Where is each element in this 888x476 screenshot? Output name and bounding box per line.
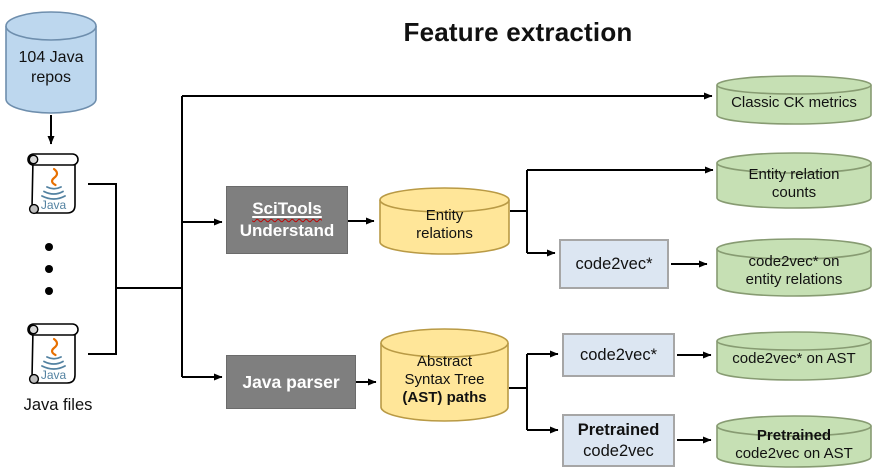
- cylinder-shape: [379, 187, 510, 255]
- cylinder-shape: [5, 11, 97, 114]
- java-cup-line1: [46, 356, 62, 360]
- java-file-icon-top: Java: [22, 150, 84, 220]
- java-parser-box: Java parser: [226, 355, 356, 409]
- scitools-label-line2: Understand: [239, 221, 335, 240]
- entity-relations-label: Entity relations: [416, 206, 473, 242]
- cylinder-shape: [380, 328, 509, 422]
- java-cup-line1: [46, 186, 62, 190]
- scroll-curl-bottom: [28, 373, 40, 385]
- repos-label: 104 Java repos: [18, 48, 84, 86]
- ellipsis-dots: [45, 243, 53, 295]
- ck-metrics-cylinder: Classic CK metrics: [716, 75, 872, 125]
- code2vec-ast-label: code2vec*: [579, 345, 658, 364]
- code2vec-er-box: code2vec*: [559, 239, 669, 289]
- repos-cylinder: 104 Java repos: [5, 11, 97, 114]
- java-steam-icon: [51, 167, 59, 187]
- scroll-top-roll: [27, 323, 79, 336]
- java-logo-text: Java: [41, 198, 67, 212]
- java-cup-line2: [43, 190, 64, 195]
- code2vec-on-er-cylinder: code2vec* on entity relations: [716, 238, 872, 297]
- java-files-caption: Java files: [23, 396, 93, 414]
- java-cup-line3: [41, 365, 66, 370]
- page-title: Feature extraction: [403, 17, 633, 47]
- code2vec-on-ast-cylinder: code2vec* on AST: [716, 331, 872, 381]
- java-cup-line2: [43, 360, 64, 365]
- java-cup-line3: [41, 195, 66, 200]
- scroll-curl-top: [28, 324, 39, 335]
- ast-paths-cylinder: Abstract Syntax Tree (AST) paths: [380, 328, 509, 422]
- java-parser-label: Java parser: [242, 371, 340, 392]
- pretrained-on-ast-label: Pretrained code2vec on AST: [735, 426, 853, 462]
- java-steam-icon: [51, 337, 59, 357]
- ck-metrics-label: Classic CK metrics: [731, 94, 857, 112]
- code2vec-on-er-label: code2vec* on entity relations: [745, 252, 843, 288]
- scitools-label-line1: SciTools: [252, 198, 322, 218]
- code2vec-on-ast-label: code2vec* on AST: [732, 350, 856, 368]
- cylinder-shape: [716, 152, 872, 209]
- scroll-curl-bottom: [28, 203, 40, 215]
- java-logo-text: Java: [41, 368, 67, 382]
- scitools-understand-box: SciTools Understand: [226, 186, 348, 254]
- pretrained-code2vec-box: Pretrained code2vec: [562, 414, 675, 467]
- code2vec-ast-box: code2vec*: [562, 333, 675, 377]
- entity-relations-cylinder: Entity relations: [379, 187, 510, 255]
- cylinder-shape: [716, 75, 872, 125]
- code2vec-er-label: code2vec*: [575, 254, 653, 273]
- pretrained-label-line1: Pretrained: [577, 420, 660, 439]
- pretrained-on-ast-cylinder: Pretrained code2vec on AST: [716, 415, 872, 468]
- er-counts-cylinder: Entity relation counts: [716, 152, 872, 209]
- er-counts-label: Entity relation counts: [748, 165, 840, 201]
- scroll-top-roll: [27, 153, 79, 166]
- java-file-icon-bottom: Java: [22, 320, 84, 390]
- pretrained-label-line2: code2vec: [583, 441, 654, 460]
- scroll-curl-top: [28, 154, 39, 165]
- cylinder-shape: [716, 331, 872, 381]
- cylinder-shape: [716, 238, 872, 297]
- ast-paths-label: Abstract Syntax Tree (AST) paths: [402, 352, 487, 407]
- cylinder-shape: [716, 415, 872, 468]
